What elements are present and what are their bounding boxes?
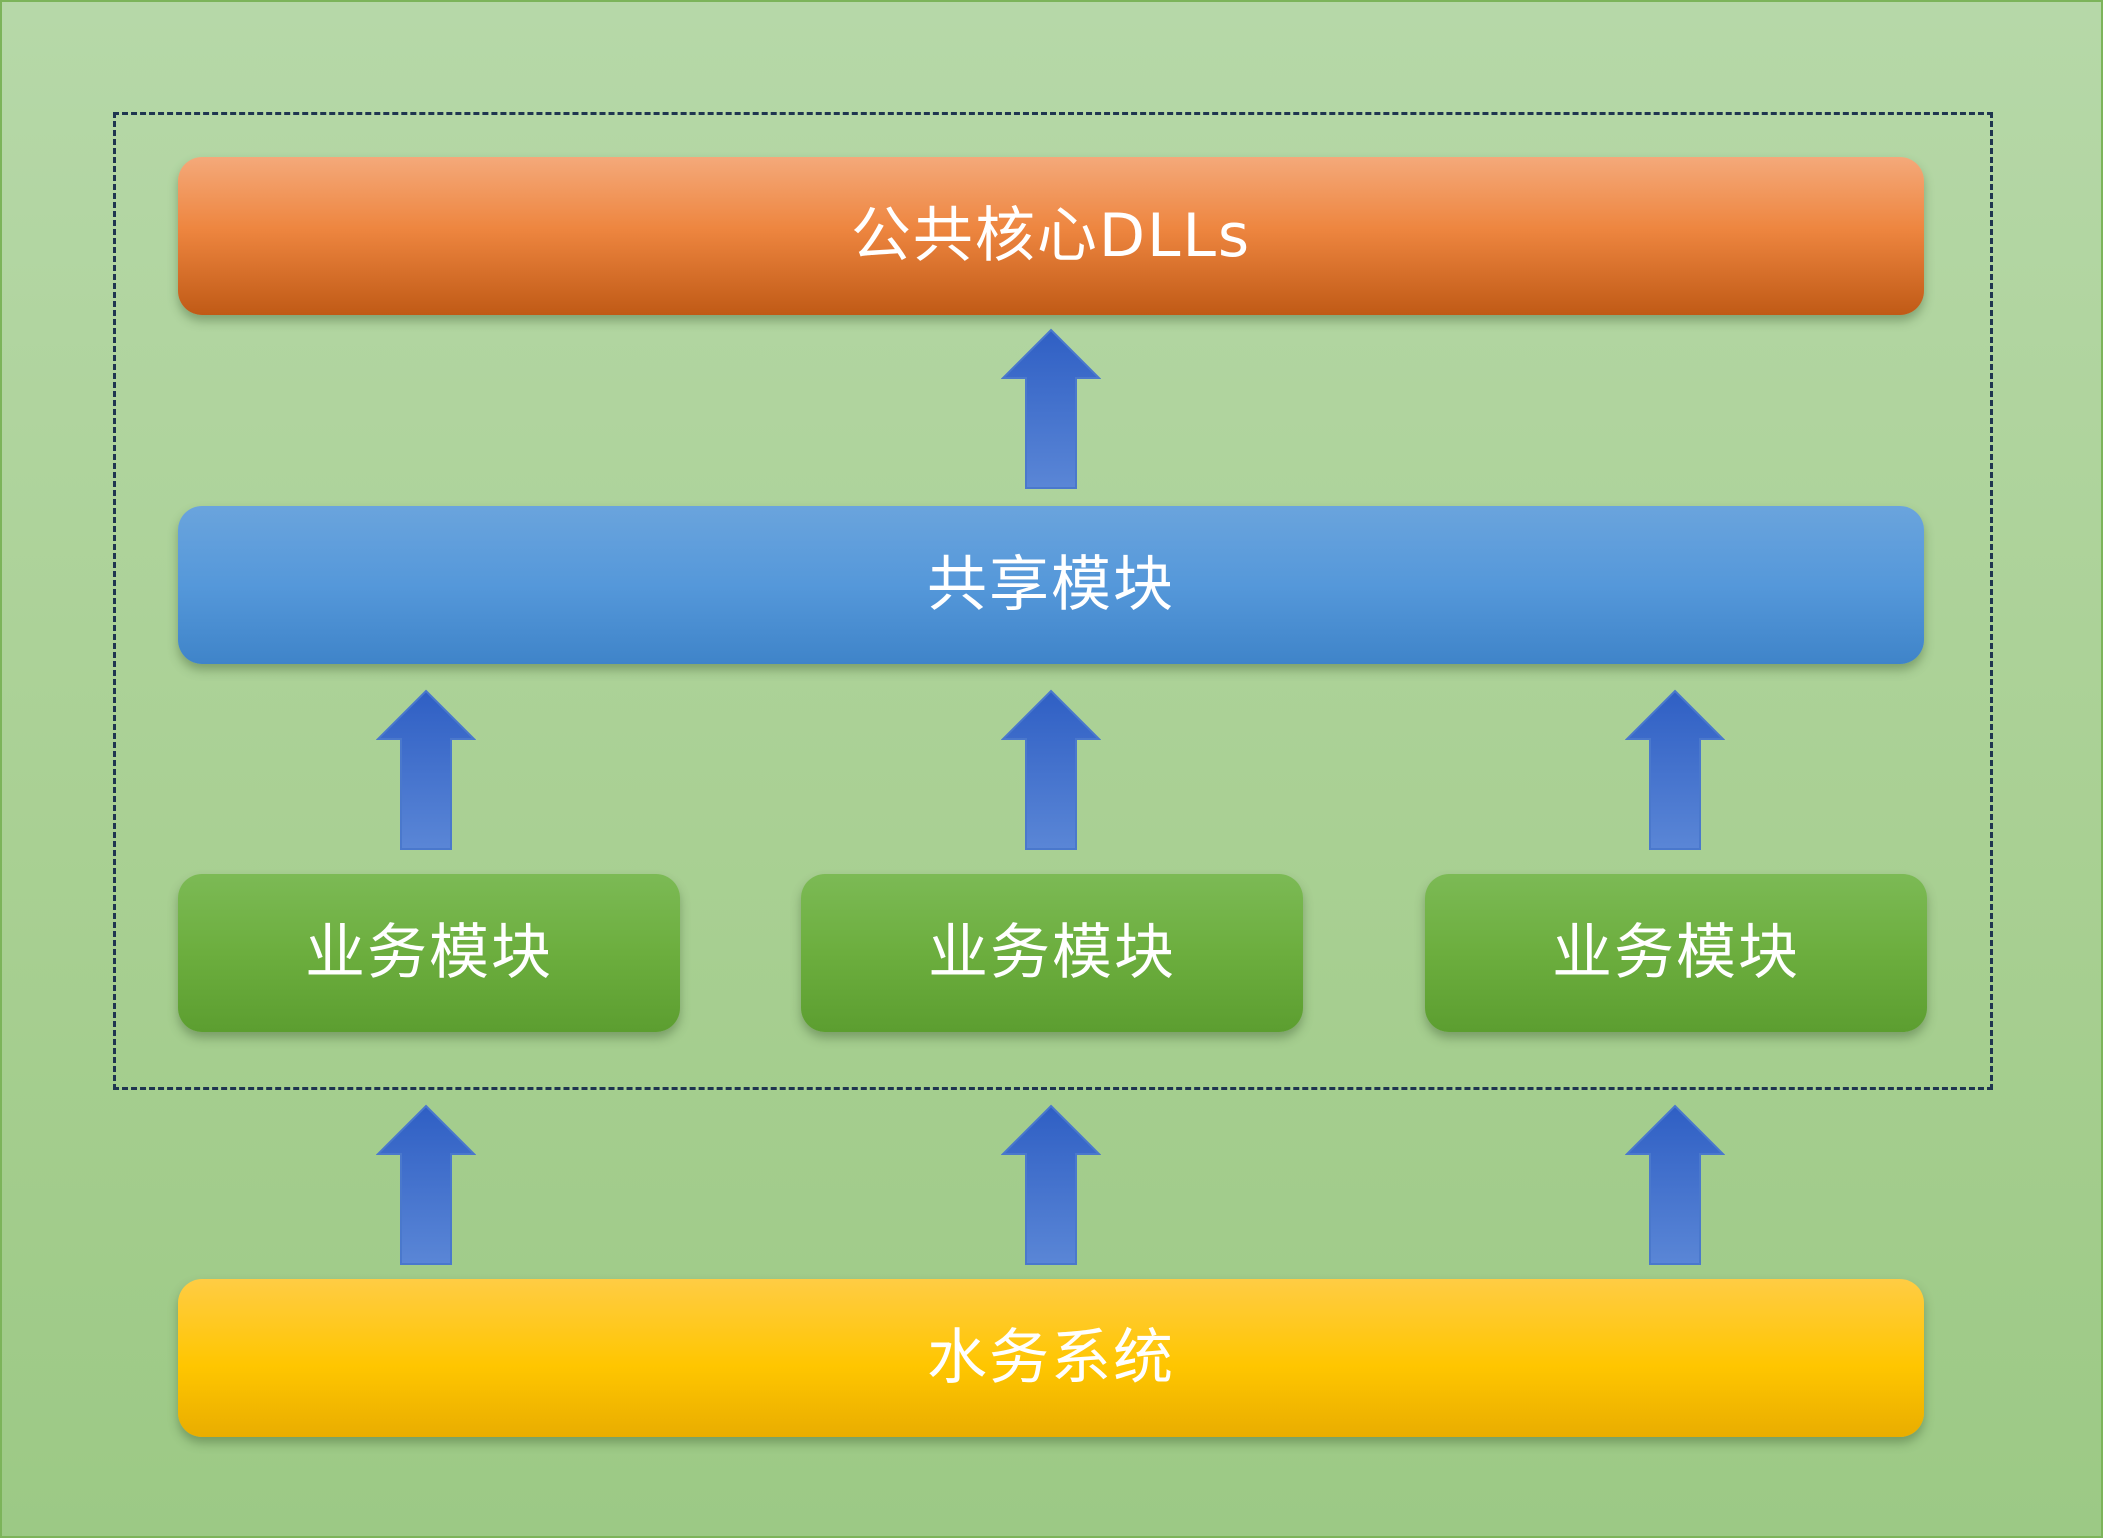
business-module-label: 业务模块 bbox=[305, 918, 553, 988]
business-module-box: 业务模块 bbox=[801, 874, 1303, 1032]
shared-module-label: 共享模块 bbox=[927, 550, 1175, 620]
dashed-group-frame bbox=[113, 112, 1993, 1090]
core-dlls-label: 公共核心DLLs bbox=[850, 201, 1252, 271]
water-system-box: 水务系统 bbox=[178, 1279, 1924, 1437]
arrow-up-icon bbox=[1001, 1104, 1101, 1266]
business-module-box: 业务模块 bbox=[178, 874, 680, 1032]
arrow-up-icon bbox=[1625, 689, 1725, 851]
business-module-label: 业务模块 bbox=[1552, 918, 1800, 988]
core-dlls-box: 公共核心DLLs bbox=[178, 157, 1924, 315]
arrow-up-icon bbox=[1001, 328, 1101, 490]
arrow-up-icon bbox=[376, 1104, 476, 1266]
business-module-label: 业务模块 bbox=[928, 918, 1176, 988]
arrow-up-icon bbox=[1625, 1104, 1725, 1266]
business-module-box: 业务模块 bbox=[1425, 874, 1927, 1032]
arrow-up-icon bbox=[376, 689, 476, 851]
water-system-label: 水务系统 bbox=[927, 1323, 1175, 1393]
shared-module-box: 共享模块 bbox=[178, 506, 1924, 664]
arrow-up-icon bbox=[1001, 689, 1101, 851]
